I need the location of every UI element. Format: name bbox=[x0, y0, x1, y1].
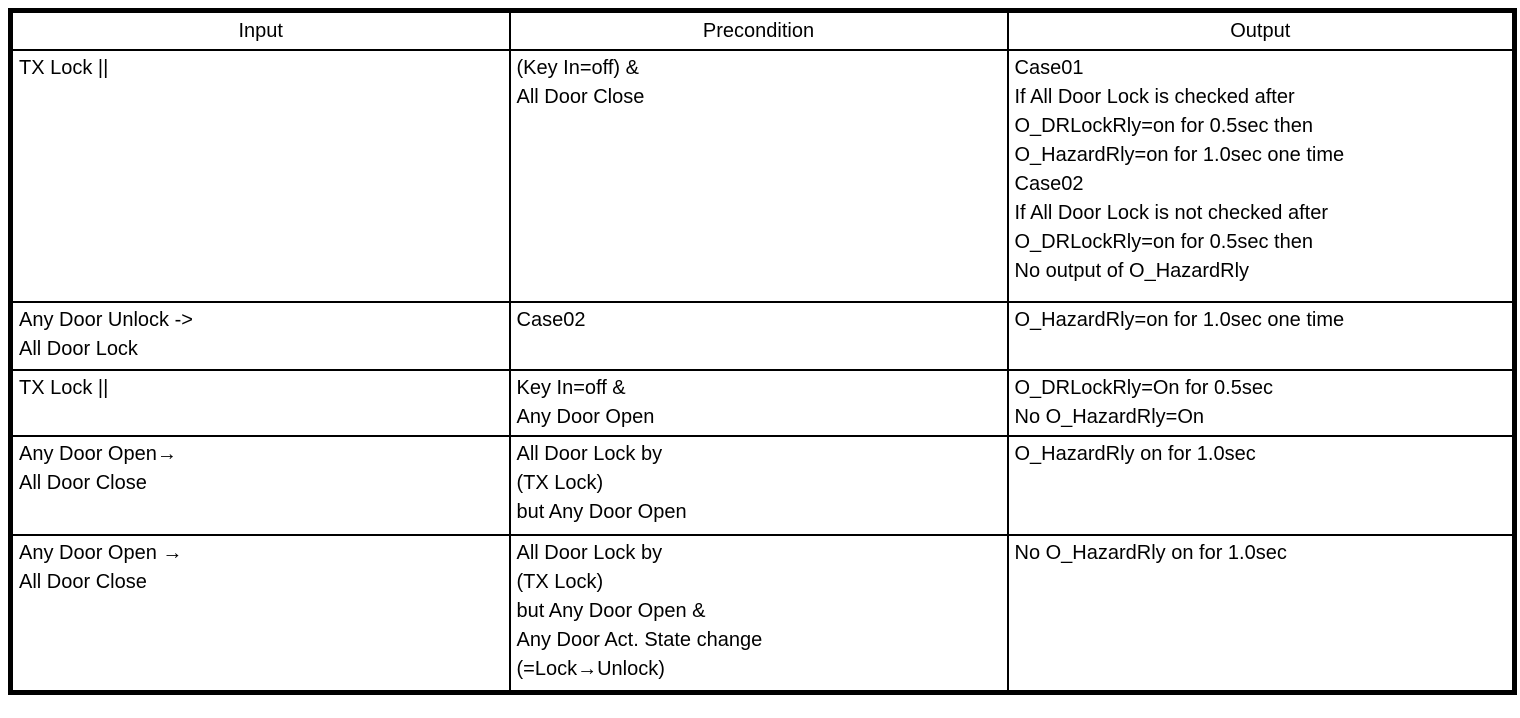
cell-precondition: (Key In=off) & All Door Close bbox=[508, 49, 1009, 303]
cell-input: Any Door Open→ All Door Close bbox=[9, 435, 511, 536]
cell-input: Any Door Unlock -> All Door Lock bbox=[9, 301, 511, 371]
cell-output: O_DRLockRly=On for 0.5sec No O_HazardRly… bbox=[1006, 369, 1516, 437]
cell-output: O_HazardRly on for 1.0sec bbox=[1006, 435, 1516, 536]
table-row: Any Door Unlock -> All Door Lock Case02 … bbox=[9, 301, 1516, 371]
table-row: TX Lock || (Key In=off) & All Door Close… bbox=[9, 49, 1516, 303]
column-header-output: Output bbox=[1006, 9, 1516, 51]
table-row: Any Door Open→ All Door Close All Door L… bbox=[9, 435, 1516, 536]
cell-output: Case01 If All Door Lock is checked after… bbox=[1006, 49, 1516, 303]
column-header-precondition: Precondition bbox=[508, 9, 1009, 51]
table-row: Any Door Open → All Door Close All Door … bbox=[9, 534, 1516, 693]
cell-precondition: All Door Lock by (TX Lock) but Any Door … bbox=[508, 435, 1009, 536]
cell-output: No O_HazardRly on for 1.0sec bbox=[1006, 534, 1516, 693]
header-row: Input Precondition Output bbox=[9, 9, 1516, 51]
cell-output: O_HazardRly=on for 1.0sec one time bbox=[1006, 301, 1516, 371]
cell-input: TX Lock || bbox=[9, 369, 511, 437]
cell-precondition: All Door Lock by (TX Lock) but Any Door … bbox=[508, 534, 1009, 693]
cell-precondition: Case02 bbox=[508, 301, 1009, 371]
column-header-input: Input bbox=[9, 9, 511, 51]
document-page: Input Precondition Output TX Lock || (Ke… bbox=[8, 8, 1517, 695]
cell-precondition: Key In=off & Any Door Open bbox=[508, 369, 1009, 437]
cell-input: Any Door Open → All Door Close bbox=[9, 534, 511, 693]
io-spec-table: Input Precondition Output TX Lock || (Ke… bbox=[8, 8, 1517, 695]
table-row: TX Lock || Key In=off & Any Door Open O_… bbox=[9, 369, 1516, 437]
cell-input: TX Lock || bbox=[9, 49, 511, 303]
